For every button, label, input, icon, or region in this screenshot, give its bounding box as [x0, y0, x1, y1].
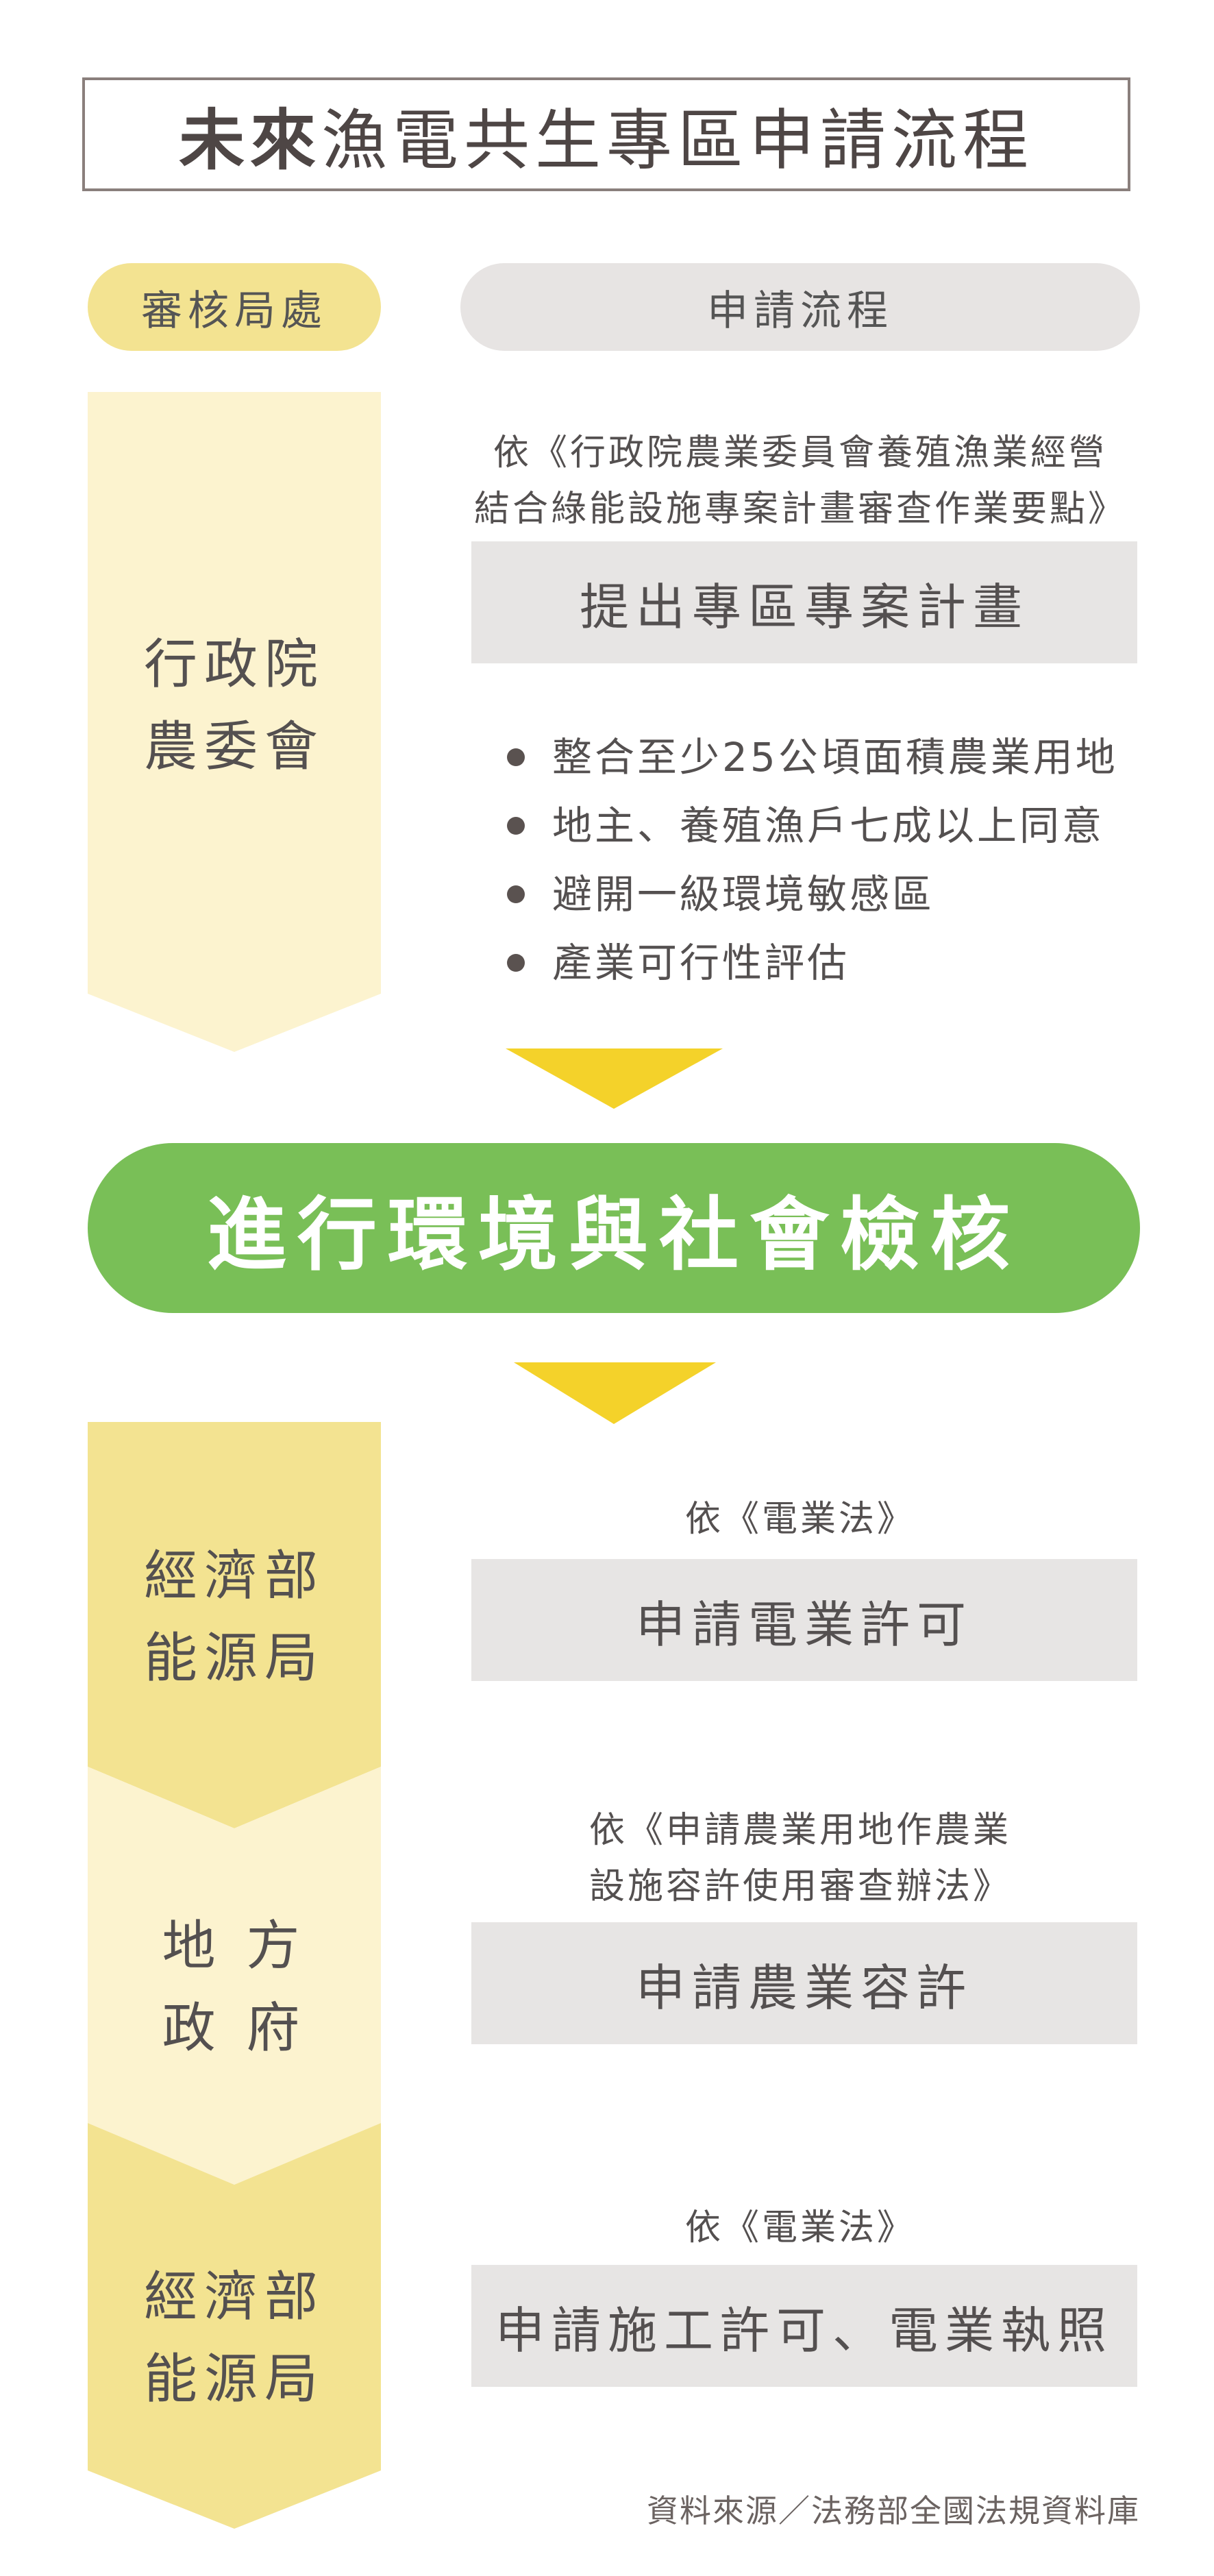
dept-coa: 行政院 農委會 [143, 634, 325, 778]
title-rest: 漁電共生專區申請流程 [321, 101, 1034, 179]
requirements-list: 整合至少25公頃面積農業用地 地主、養殖漁戶七成以上同意 避開一級環境敏感區 產… [507, 723, 1118, 997]
basis-step5: 依《電業法》 [684, 2207, 915, 2248]
list-item: 整合至少25公頃面積農業用地 [507, 723, 1118, 792]
basis-step3: 依《電業法》 [684, 1499, 915, 1540]
title-bold: 未來 [179, 101, 321, 179]
down-arrow-2 [514, 1362, 716, 1424]
dept-boe-1: 經濟部 能源局 [143, 1545, 325, 1689]
basis-step1: 依《行政院農業委員會養殖漁業經營 結合綠能設施專案計畫審查作業要點》 [473, 432, 1126, 530]
bullet-icon [507, 954, 525, 972]
down-arrow-1 [506, 1048, 723, 1109]
action-electricity-permit: 申請電業許可 [471, 1559, 1137, 1681]
action-agri-permit: 申請農業容許 [471, 1922, 1137, 2044]
chevron-boe-2 [88, 2123, 381, 2529]
chevron-boe-1 [88, 1422, 381, 1828]
list-item: 避開一級環境敏感區 [507, 860, 1118, 929]
header-process: 申請流程 [460, 263, 1140, 351]
bullet-icon [507, 748, 525, 766]
action-submit-plan: 提出專區專案計畫 [471, 541, 1137, 663]
source-note: 資料來源／法務部全國法規資料庫 [647, 2492, 1140, 2529]
center-step-review: 進行環境與社會檢核 [88, 1143, 1140, 1313]
bullet-icon [507, 885, 525, 903]
list-item: 產業可行性評估 [507, 929, 1118, 997]
chevron-coa [88, 392, 381, 1052]
header-department: 審核局處 [88, 263, 381, 351]
action-construction-license: 申請施工許可、電業執照 [471, 2265, 1137, 2387]
page-title: 未來漁電共生專區申請流程 [82, 77, 1130, 191]
list-item: 地主、養殖漁戶七成以上同意 [507, 792, 1118, 860]
dept-boe-2: 經濟部 能源局 [143, 2266, 325, 2410]
chevron-local-gov [88, 1767, 381, 2185]
bullet-icon [507, 817, 525, 835]
dept-local-gov: 地 方 政 府 [162, 1915, 307, 2059]
basis-step4: 依《申請農業用地作農業 設施容許使用審查辦法》 [589, 1810, 1011, 1907]
